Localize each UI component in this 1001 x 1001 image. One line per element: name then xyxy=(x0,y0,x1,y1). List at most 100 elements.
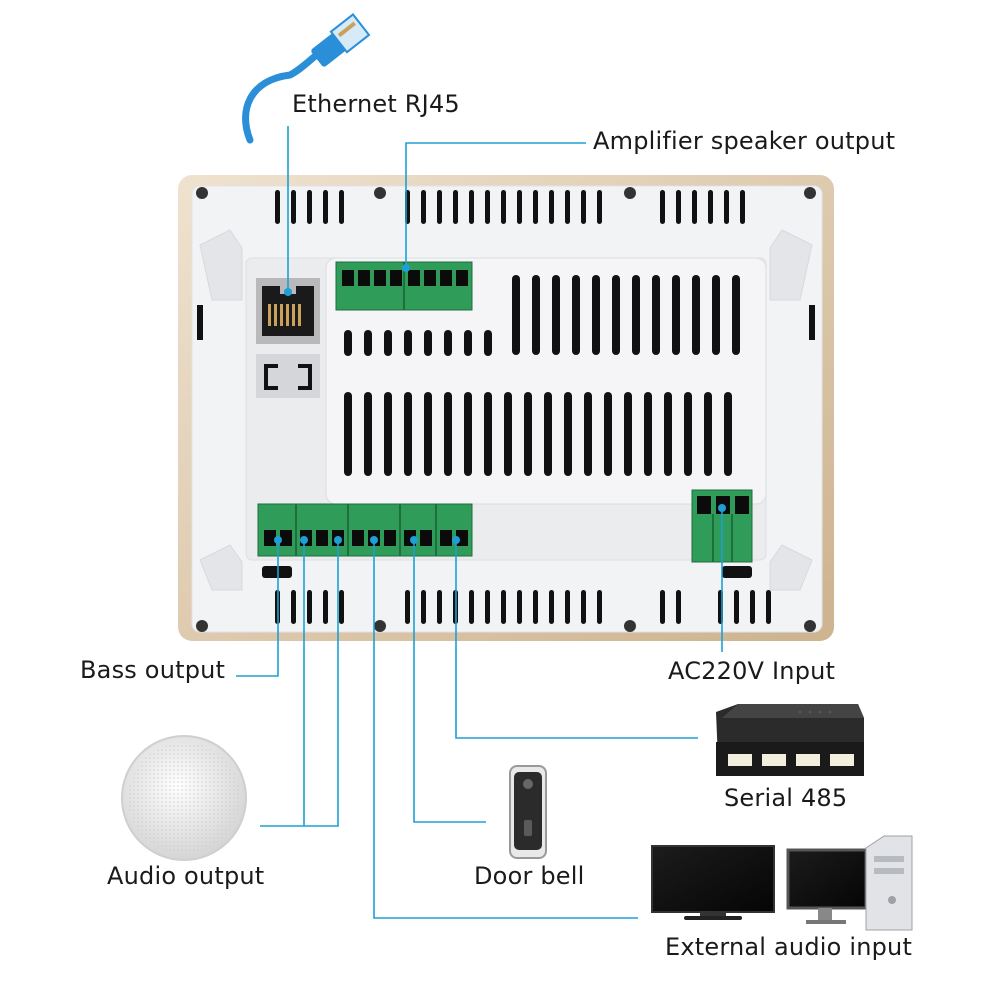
device-panel xyxy=(178,175,834,641)
vent-slot xyxy=(676,190,681,224)
vent-slot xyxy=(421,590,426,624)
vent-slot xyxy=(664,392,672,476)
vent-slot xyxy=(533,590,538,624)
vent-slot xyxy=(485,590,490,624)
vent-slot xyxy=(517,190,522,224)
vent-slot xyxy=(464,330,472,356)
vent-slot xyxy=(484,330,492,356)
vent-slot xyxy=(453,190,458,224)
vent-slot xyxy=(444,330,452,356)
vent-slot xyxy=(552,275,560,355)
vent-slot xyxy=(724,392,732,476)
vent-slot xyxy=(344,392,352,476)
desktop-computer-icon xyxy=(786,835,913,931)
vent-slot xyxy=(584,392,592,476)
ventilation-slots xyxy=(275,190,771,624)
vent-slot xyxy=(339,590,344,624)
vent-slot xyxy=(323,590,328,624)
callout-audio xyxy=(260,540,339,827)
callout-amplifier xyxy=(405,142,586,268)
vent-slot xyxy=(339,190,344,224)
corner-tabs xyxy=(199,229,813,591)
callout-external-audio xyxy=(373,540,638,919)
vent-slot xyxy=(549,190,554,224)
vent-slot xyxy=(632,275,640,355)
vent-slot xyxy=(275,190,280,224)
vent-slot xyxy=(644,392,652,476)
vent-slot xyxy=(624,392,632,476)
vent-slot xyxy=(501,590,506,624)
foot-pad-left xyxy=(262,566,292,578)
label-amplifier-speaker-output: Amplifier speaker output xyxy=(593,127,896,155)
vent-slot xyxy=(384,392,392,476)
vent-slot xyxy=(405,590,410,624)
vent-slot xyxy=(444,392,452,476)
vent-slot xyxy=(437,590,442,624)
label-external-audio-input: External audio input xyxy=(665,933,913,961)
vent-slot xyxy=(750,590,755,624)
vent-slot xyxy=(323,190,328,224)
vent-slot xyxy=(692,190,697,224)
vent-slot xyxy=(464,392,472,476)
vent-slot xyxy=(469,590,474,624)
vent-slot xyxy=(612,275,620,355)
vent-slot xyxy=(364,330,372,356)
vent-slot xyxy=(384,330,392,356)
vent-slot xyxy=(404,392,412,476)
vent-slot xyxy=(581,590,586,624)
ceiling-speaker-icon xyxy=(121,735,247,861)
vent-slot xyxy=(524,392,532,476)
usb-port xyxy=(256,354,320,398)
vent-slot xyxy=(660,190,665,224)
vent-slot xyxy=(734,590,739,624)
callout-serial xyxy=(455,540,698,739)
vent-slot xyxy=(517,590,522,624)
ethernet-cable-icon xyxy=(242,13,371,144)
vent-slot xyxy=(484,392,492,476)
vent-slot xyxy=(291,190,296,224)
vent-slot xyxy=(564,392,572,476)
vent-slot xyxy=(501,190,506,224)
vent-slot xyxy=(597,190,602,224)
label-door-bell: Door bell xyxy=(474,862,585,890)
vent-slot xyxy=(344,330,352,356)
vent-slot xyxy=(652,275,660,355)
label-ac220v-input: AC220V Input xyxy=(668,657,836,685)
vent-slot xyxy=(565,590,570,624)
label-audio-output: Audio output xyxy=(107,862,265,890)
vent-slot xyxy=(592,275,600,355)
vent-slot xyxy=(424,392,432,476)
vent-slot xyxy=(672,275,680,355)
vent-slot xyxy=(307,590,312,624)
vent-slot xyxy=(533,190,538,224)
vent-slot xyxy=(565,190,570,224)
vent-slot xyxy=(504,392,512,476)
vent-slot xyxy=(485,190,490,224)
vent-slot xyxy=(704,392,712,476)
vent-slot xyxy=(544,392,552,476)
video-doorbell-icon xyxy=(509,765,547,859)
label-serial-485: Serial 485 xyxy=(724,784,848,812)
vent-slot xyxy=(549,590,554,624)
side-slot-right xyxy=(809,305,815,340)
amplifier-terminal-block xyxy=(335,261,473,311)
callout-lines xyxy=(236,126,723,919)
vent-slot xyxy=(364,392,372,476)
callout-bass xyxy=(236,540,279,677)
vent-slot xyxy=(712,275,720,355)
vent-slot xyxy=(469,190,474,224)
side-slot-left xyxy=(197,305,203,340)
vent-slot xyxy=(421,190,426,224)
vent-slot xyxy=(732,275,740,355)
network-switch-icon xyxy=(716,704,864,776)
vent-slot xyxy=(766,590,771,624)
ac-terminal-block xyxy=(691,489,753,563)
vent-slot xyxy=(597,590,602,624)
vent-slot xyxy=(581,190,586,224)
vent-slot xyxy=(572,275,580,355)
vent-slot xyxy=(692,275,700,355)
foot-pad-right xyxy=(722,566,752,578)
screws xyxy=(196,187,816,632)
vent-slot xyxy=(307,190,312,224)
